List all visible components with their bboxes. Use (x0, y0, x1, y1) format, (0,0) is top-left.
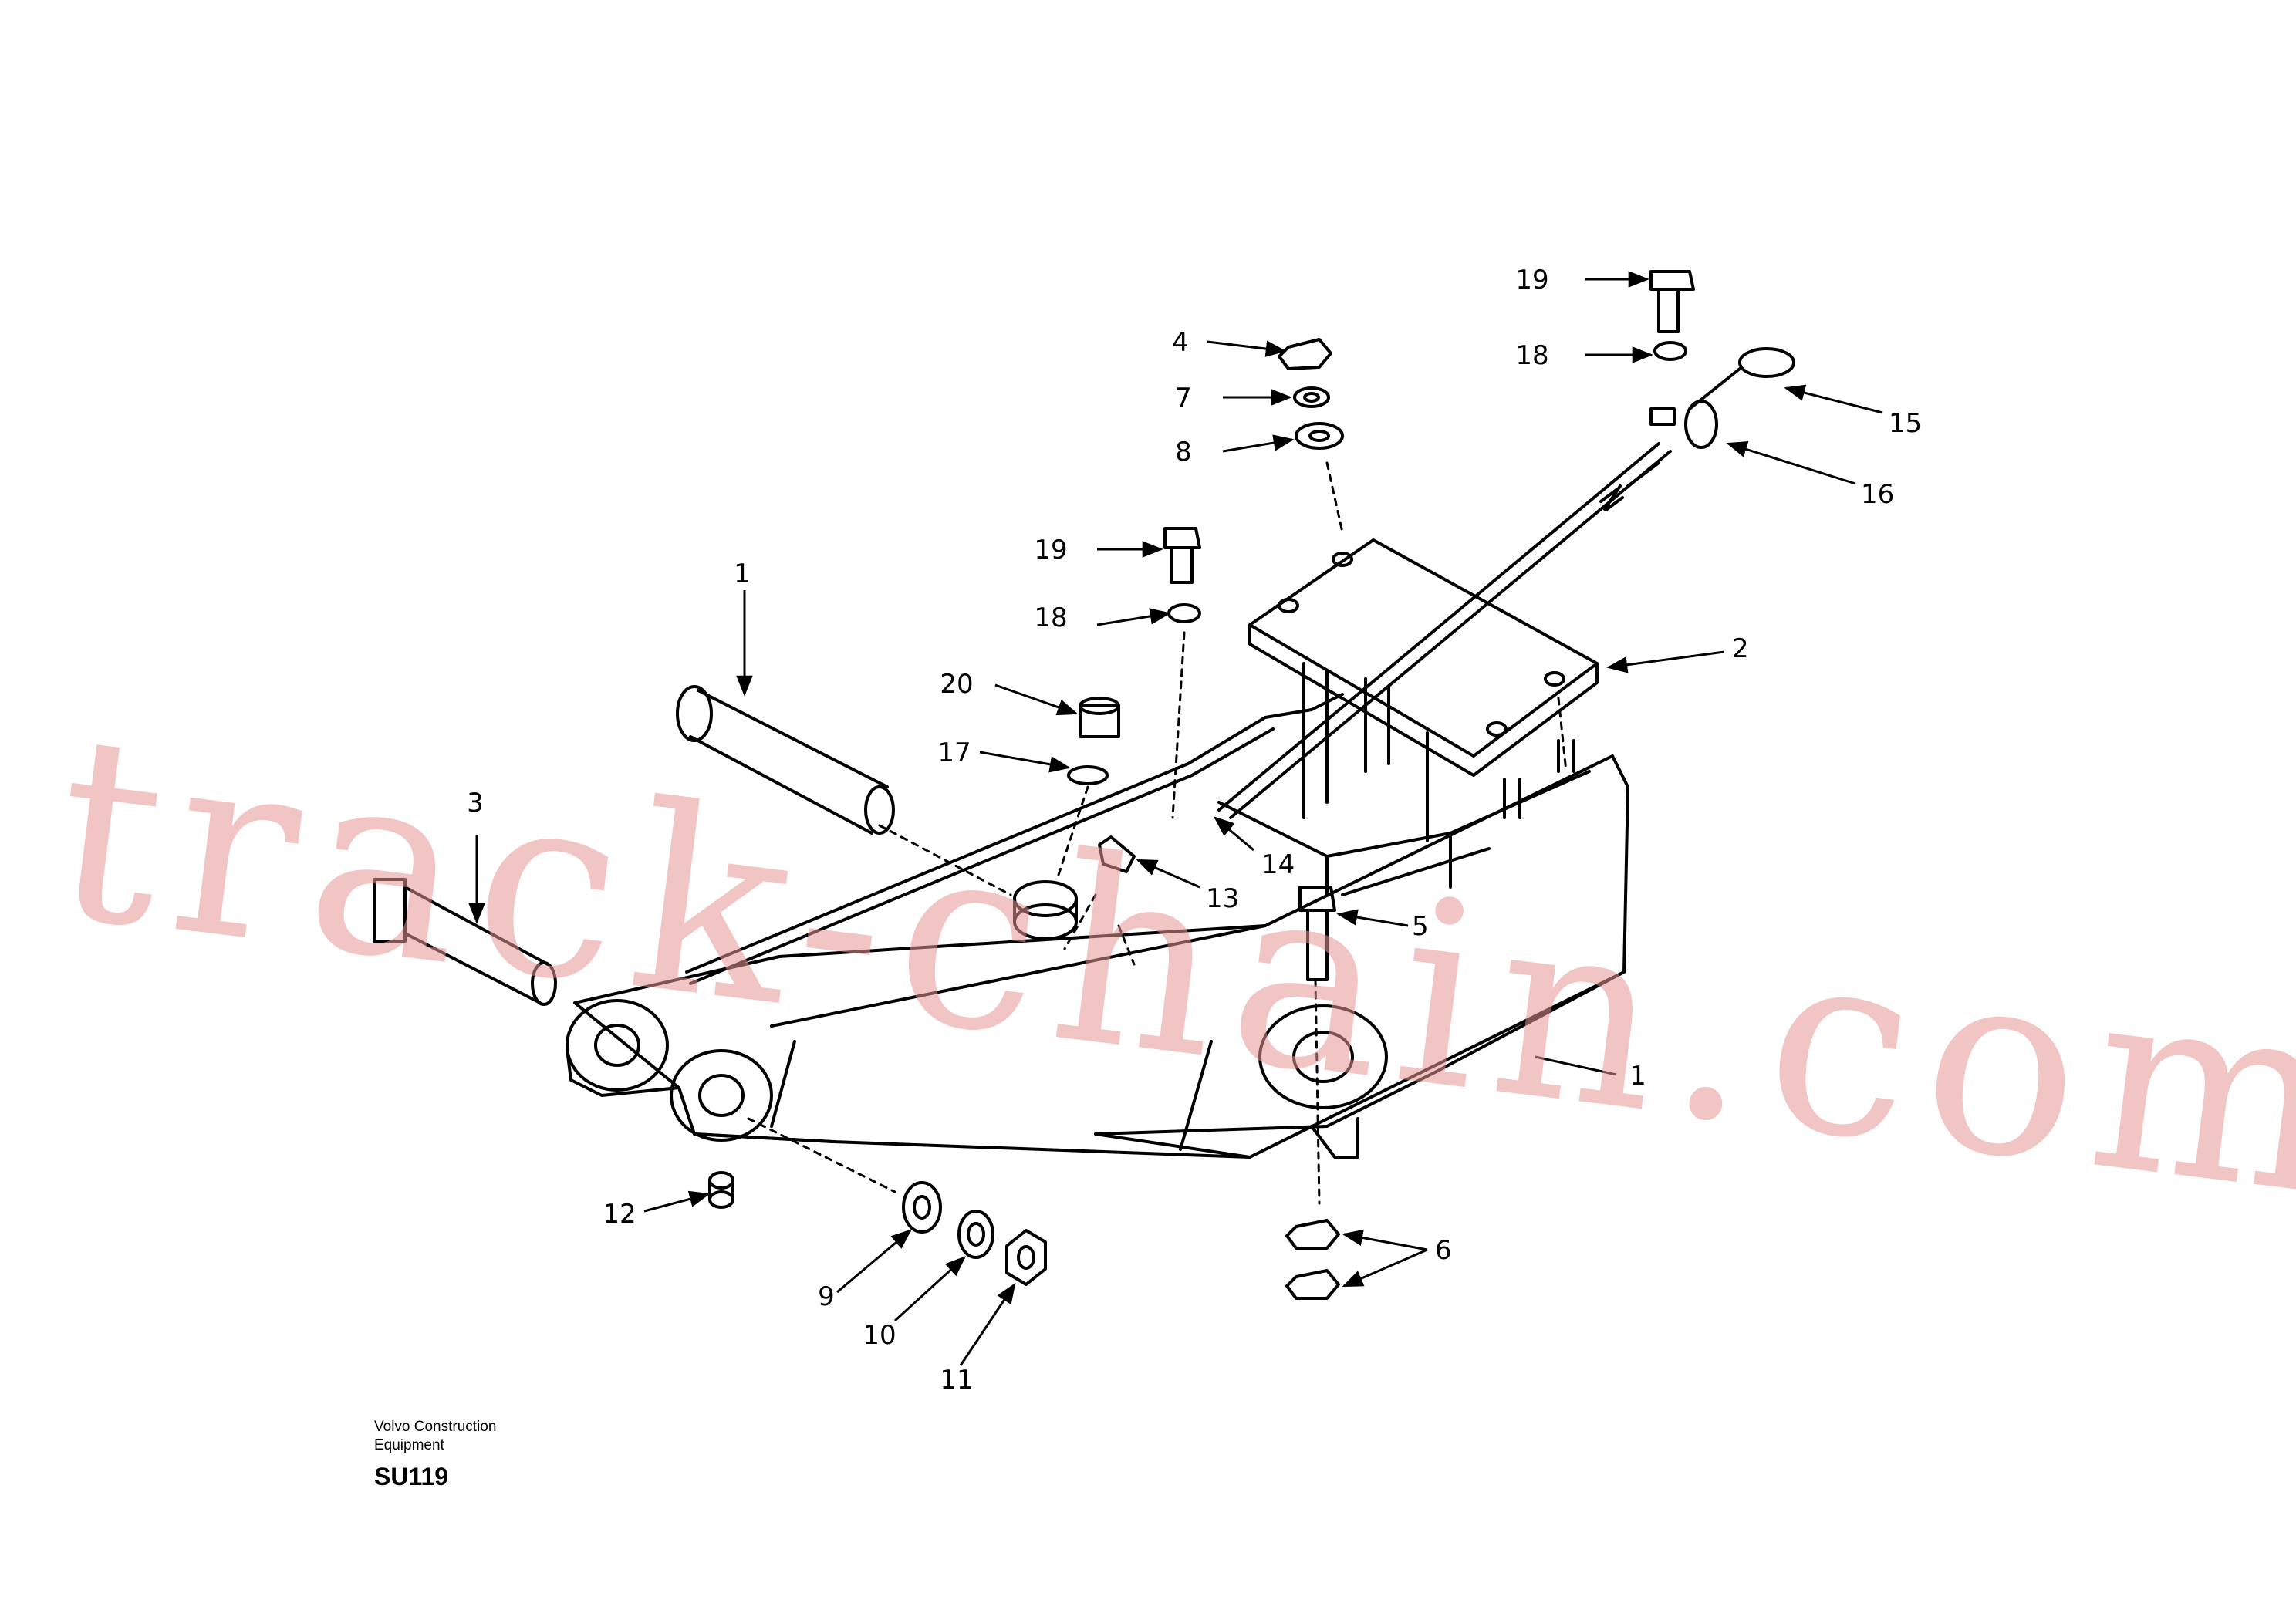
callout-17: 17 (937, 737, 971, 768)
callout-10: 10 (863, 1320, 896, 1351)
callout-2: 2 (1732, 633, 1749, 664)
nut-11 (1005, 1229, 1047, 1286)
callout-7: 7 (1175, 383, 1192, 413)
frame-edge-mark (1179, 1040, 1213, 1151)
callout-6: 6 (1435, 1235, 1452, 1266)
frame-edge-mark (770, 1040, 796, 1128)
washer-18b (1167, 603, 1201, 623)
callout-9: 9 (818, 1281, 835, 1312)
nut-4 (1278, 338, 1332, 370)
oring-17 (1067, 765, 1109, 785)
bushing (1013, 880, 1078, 940)
center-lug (670, 1049, 773, 1142)
diagram-code: SU119 (374, 1463, 449, 1490)
nut-6a (1285, 1219, 1340, 1250)
callout-20: 20 (940, 669, 973, 700)
bolt-19a (1649, 270, 1695, 333)
callout-19-upper: 19 (1515, 265, 1548, 295)
callout-16: 16 (1861, 479, 1894, 510)
callout-1-frame: 1 (1629, 1061, 1646, 1092)
rod-assembly (1599, 347, 1795, 511)
assembly-lines (747, 461, 1568, 1205)
callout-18-lower: 18 (1034, 602, 1067, 633)
washer-18a (1653, 341, 1687, 361)
bolt-19b (1163, 527, 1201, 584)
grease-hose (685, 442, 1672, 985)
bolt-5 (1298, 886, 1336, 981)
callout-4: 4 (1172, 327, 1189, 358)
frame-studs (1503, 739, 1575, 819)
callout-3: 3 (467, 788, 484, 818)
elbow-13 (1098, 835, 1136, 873)
nipple-12 (708, 1171, 734, 1209)
callout-12: 12 (603, 1199, 636, 1230)
plug-20 (1079, 697, 1120, 738)
callout-11: 11 (940, 1365, 973, 1396)
mounting-plate (1248, 538, 1599, 842)
callout-18-upper: 18 (1515, 340, 1548, 371)
callout-5: 5 (1412, 911, 1429, 942)
callout-13: 13 (1206, 883, 1239, 914)
callout-1: 1 (734, 559, 751, 589)
washer-7 (1293, 386, 1330, 408)
pin-1 (676, 685, 895, 835)
callout-14: 14 (1261, 849, 1295, 880)
callout-8: 8 (1175, 437, 1192, 467)
callout-15: 15 (1889, 408, 1922, 439)
pin-3 (373, 878, 557, 1006)
washer-9 (902, 1181, 942, 1234)
washer-8 (1295, 422, 1344, 450)
spring-washer-10 (957, 1210, 994, 1259)
company-name-line2: Equipment (374, 1437, 444, 1453)
callout-19-lower: 19 (1034, 535, 1067, 565)
leader-arrows (468, 271, 1883, 1366)
frame-body (573, 754, 1629, 1159)
company-name-line1: Volvo Construction (374, 1419, 497, 1435)
left-lug (566, 999, 680, 1097)
nut-6b (1285, 1269, 1340, 1300)
right-lug (1258, 1004, 1388, 1159)
